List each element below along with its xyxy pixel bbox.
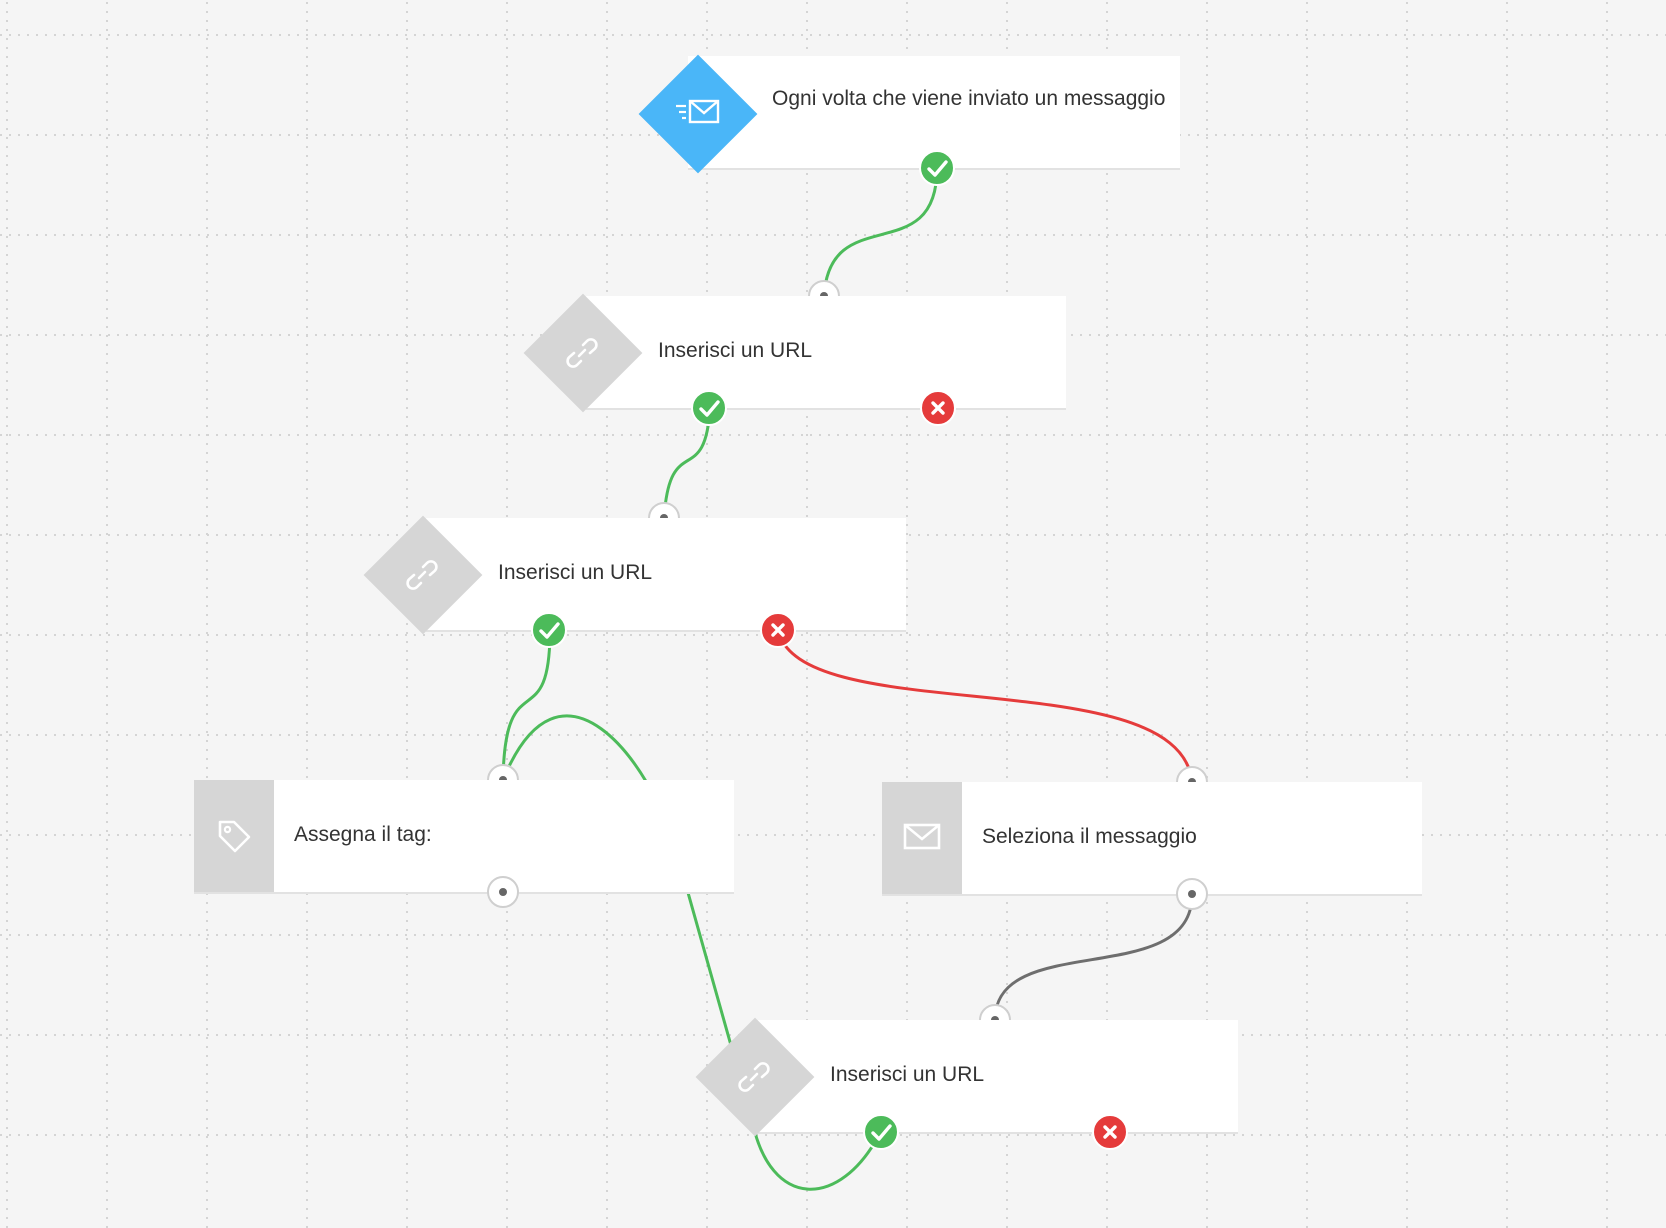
url1-label: Inserisci un URL [658,339,813,362]
grid-line-h [0,234,1666,236]
tag-output-port[interactable] [487,876,519,908]
trigger-success-port[interactable] [919,150,955,186]
url3-failure-port[interactable] [1092,1114,1128,1150]
tag-icon [218,820,251,853]
message-node[interactable]: Seleziona il messaggio [882,782,1422,896]
url3-success-port[interactable] [863,1114,899,1150]
link-icon [566,338,598,368]
grid-line-h [0,434,1666,436]
grid-line-v [106,0,108,1228]
url2-success-port[interactable] [531,612,567,648]
url1-success-port[interactable] [691,390,727,426]
wire-url2-to-tag[interactable] [501,629,552,781]
wire-message-to-url3[interactable] [993,894,1194,1021]
grid-line-h [0,734,1666,736]
wire-trigger-to-url1[interactable] [822,167,939,297]
trigger-label: Ogni volta che viene inviato un messaggi… [772,87,1166,110]
grid-line-v [306,0,308,1228]
url1-failure-port[interactable] [920,390,956,426]
grid-line-h [0,1134,1666,1136]
tag-node[interactable]: Assegna il tag: [194,780,734,894]
url3-node[interactable]: Inserisci un URL [758,1020,1238,1134]
url2-failure-port[interactable] [760,612,796,648]
grid-line-v [1606,0,1608,1228]
grid-line-v [206,0,208,1228]
grid-line-v [1006,0,1008,1228]
grid-line-v [6,0,8,1228]
link-icon [406,560,438,590]
url2-label: Inserisci un URL [498,561,653,584]
envelope-icon [903,823,941,850]
tag-label: Assegna il tag: [294,823,432,846]
grid-line-v [906,0,908,1228]
url1-node[interactable]: Inserisci un URL [586,296,1066,410]
message-output-port[interactable] [1176,878,1208,910]
url2-node[interactable]: Inserisci un URL [426,518,906,632]
grid-line-v [1206,0,1208,1228]
tag-icon-box [194,780,274,892]
grid-line-v [1506,0,1508,1228]
message-label: Seleziona il messaggio [982,825,1197,848]
envelope-icon-box [882,782,962,894]
url3-label: Inserisci un URL [830,1063,985,1086]
grid-line-v [1106,0,1108,1228]
grid-line-h [0,834,1666,836]
send-mail-icon [676,99,720,124]
grid-line-v [1306,0,1308,1228]
wire-url2-fail-to-message[interactable] [776,629,1194,783]
link-icon [738,1062,770,1092]
grid-line-h [0,634,1666,636]
grid-line-h [0,934,1666,936]
grid-line-h [0,34,1666,36]
grid-line-v [1406,0,1408,1228]
wire-url1-to-url2[interactable] [662,407,712,519]
